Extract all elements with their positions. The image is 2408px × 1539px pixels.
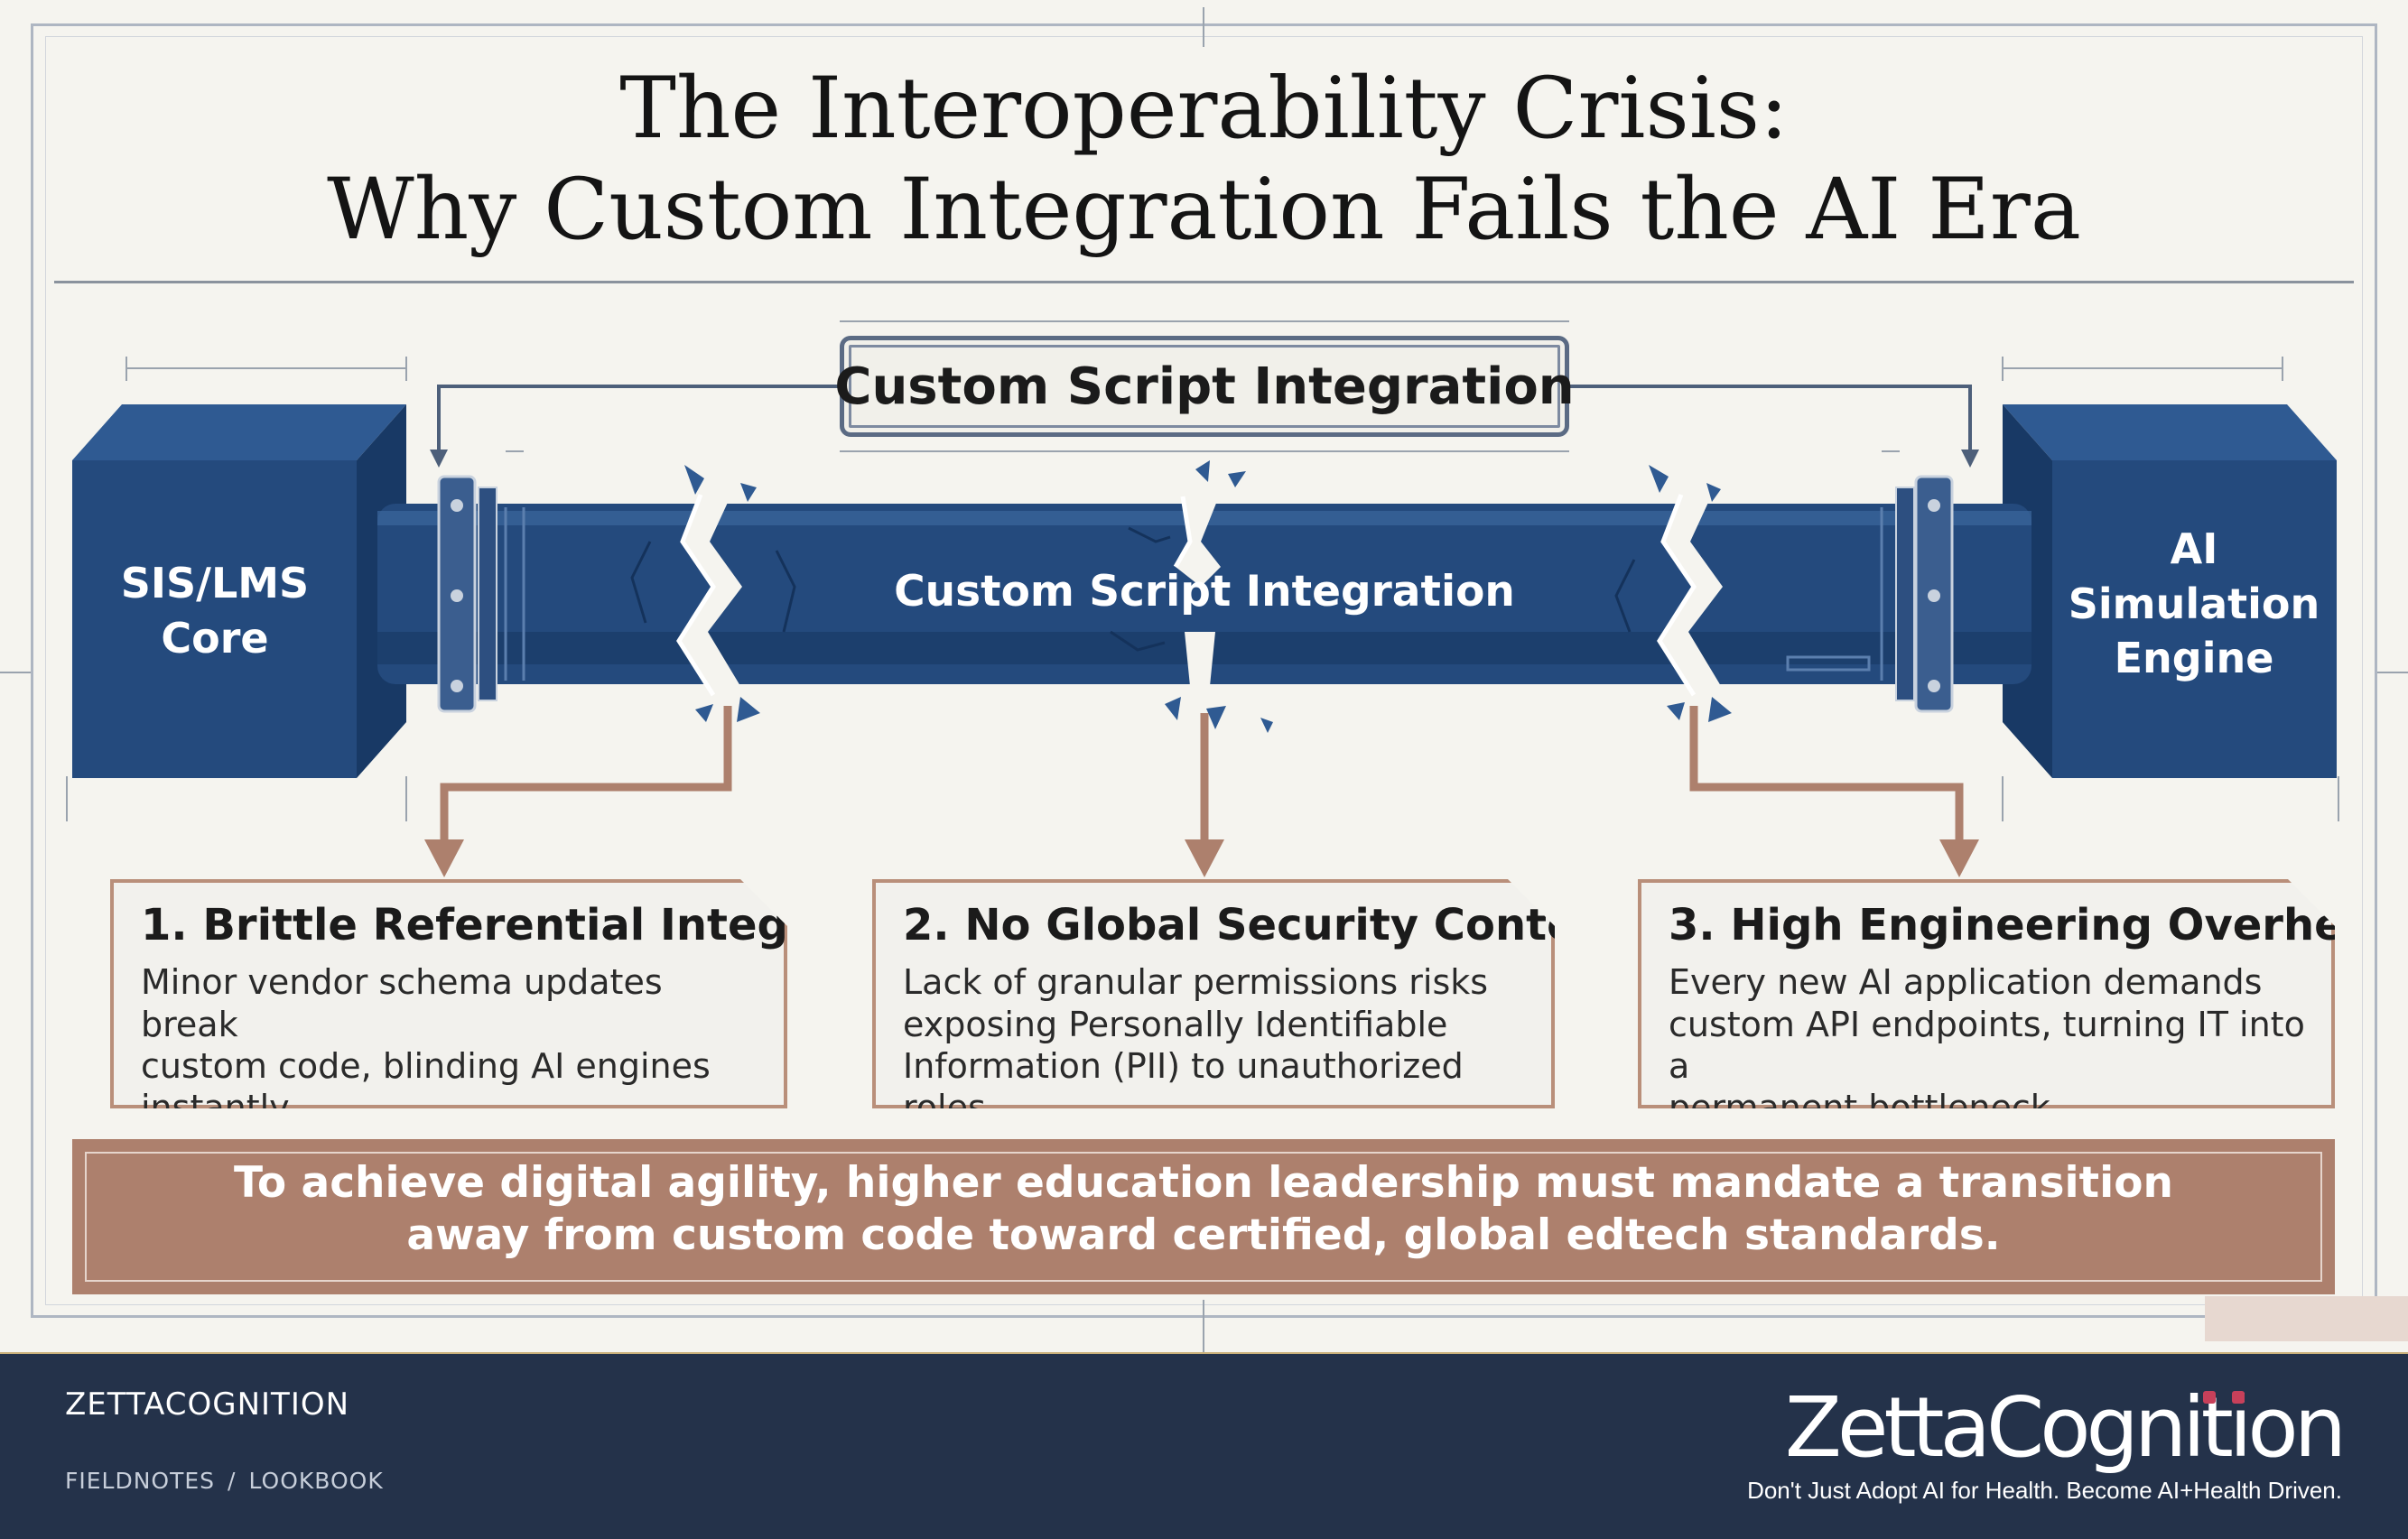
breadcrumb-item-lookbook[interactable]: LOOKBOOK <box>248 1468 384 1494</box>
card-body: Lack of granular permissions risks expos… <box>903 961 1526 1128</box>
card-arrowhead-3 <box>1939 839 1979 877</box>
left-flange <box>437 475 497 713</box>
card-arrowhead-2 <box>1185 839 1224 877</box>
zettacognition-logo: ZettaCognition <box>1784 1379 2347 1476</box>
integration-banner: Custom Script Integration <box>834 336 1575 437</box>
left-block-line-2: Core <box>161 613 269 663</box>
logo-dot-1 <box>2203 1391 2216 1404</box>
card-arrows <box>440 706 1964 839</box>
right-system-block <box>2003 404 2337 778</box>
right-block-line-2: Simulation <box>2068 579 2320 628</box>
card-body-line: custom API endpoints, turning IT into a <box>1669 1004 2305 1086</box>
conclusion-line-2: away from custom code toward certified, … <box>406 1210 2001 1261</box>
fracture-left <box>630 465 796 722</box>
corner-patch <box>2205 1296 2408 1341</box>
left-system-block <box>72 404 406 778</box>
card-body-line: Every new AI application demands <box>1669 962 2263 1003</box>
fracture-right <box>1614 465 1732 722</box>
breadcrumb: FIELDNOTES / LOOKBOOK <box>65 1468 384 1494</box>
right-block-label: AI Simulation Engine <box>2036 522 2352 686</box>
card-heading: 2. No Global Security Context <box>903 900 1625 950</box>
pipe-label: Custom Script Integration <box>894 567 1515 617</box>
card-engineering-overhead: 3. High Engineering Overhead Every new A… <box>1638 879 2335 1108</box>
card-body-line: custom code, blinding AI engines <box>141 1045 711 1086</box>
footer-bar <box>0 1354 2408 1539</box>
banner-label: Custom Script Integration <box>834 357 1575 416</box>
card-arrowhead-1 <box>424 839 464 877</box>
card-body: Every new AI application demands custom … <box>1669 961 2306 1128</box>
right-connector-arrowhead <box>1961 450 1979 468</box>
right-flange <box>1895 475 1954 713</box>
conclusion-box <box>72 1139 2335 1294</box>
left-connector-arrowhead <box>430 450 448 468</box>
card-body-line: Minor vendor schema updates break <box>141 962 663 1044</box>
banner-connectors <box>437 385 1972 459</box>
breadcrumb-separator: / <box>228 1468 237 1494</box>
card-heading: 1. Brittle Referential Integrity <box>141 900 874 950</box>
left-block-line-1: SIS/LMS <box>120 559 310 607</box>
card-body: Minor vendor schema updates break custom… <box>141 961 758 1128</box>
conclusion-line-1: To achieve digital agility, higher educa… <box>234 1158 2173 1208</box>
card-brittle-integrity: 1. Brittle Referential Integrity Minor v… <box>110 879 787 1108</box>
logo-tagline: Don't Just Adopt AI for Health. Become A… <box>1747 1477 2342 1504</box>
card-security-context: 2. No Global Security Context Lack of gr… <box>872 879 1555 1108</box>
card-body-line: Lack of granular permissions risks <box>903 962 1489 1003</box>
blueprint-guides <box>0 7 2408 1354</box>
title-divider <box>54 281 2354 283</box>
brand-name[interactable]: ZETTACOGNITION <box>65 1386 350 1423</box>
title-line-2: Why Custom Integration Fails the AI Era <box>327 161 2081 259</box>
fracture-middle <box>1110 460 1273 733</box>
right-block-line-1: AI <box>2170 524 2218 573</box>
card-body-line: exposing Personally Identifiable <box>903 1004 1448 1044</box>
card-heading: 3. High Engineering Overhead <box>1669 900 2404 950</box>
right-block-line-3: Engine <box>2114 634 2274 683</box>
title-line-1: The Interoperability Crisis: <box>619 60 1789 158</box>
left-block-label: SIS/LMS Core <box>74 556 356 665</box>
breadcrumb-item-fieldnotes[interactable]: FIELDNOTES <box>65 1468 216 1494</box>
logo-dot-2 <box>2232 1391 2245 1404</box>
conclusion-text: To achieve digital agility, higher educa… <box>72 1157 2335 1263</box>
